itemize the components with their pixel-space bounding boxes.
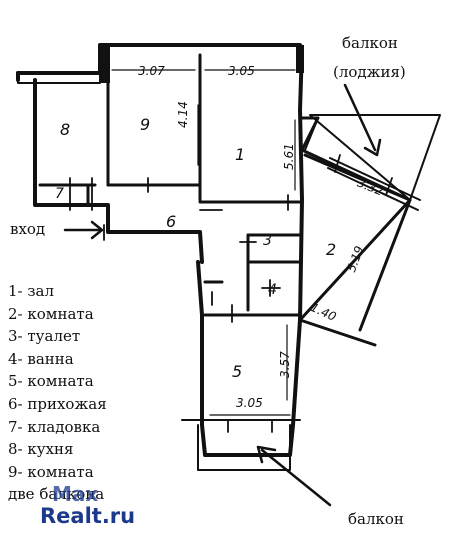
kitchen-balcony [17,72,101,84]
legend-item: 2- комната [8,304,94,323]
room-number-5: 5 [232,362,243,381]
dim-room9-width: 3.07 [138,64,165,78]
legend-item: 7- кладовка [8,417,101,436]
dimension-lines [111,69,296,416]
legend-item: 6- прихожая [8,394,107,413]
room-number-6: 6 [166,212,177,231]
room-number-2: 2 [326,240,337,259]
balcony-arrow-bottom [256,445,332,507]
dim-room5-length: 3.57 [278,351,292,378]
balcony-bottom-label: балкон [348,510,404,528]
legend-item: 1- зал [8,282,55,300]
dim-room9-length: 4.14 [176,101,190,128]
dim-room5-width: 3.05 [236,396,263,410]
room-number-1: 1 [235,145,246,164]
bottom-balcony [181,419,301,471]
legend-item: 3- туалет [8,327,81,346]
legend-item: 4- ванна [8,349,74,368]
balcony-arrow-top [343,83,382,157]
legend-item: 9- комната [8,462,94,481]
legend-item: 5- комната [8,372,94,391]
legend-item: две балкона [8,485,105,504]
balcony-top-label: балкон [342,34,398,52]
watermark-line1: Max [52,482,99,506]
dim-room1-length: 5.61 [282,143,296,170]
entrance-label: вход [10,220,46,238]
room-number-7: 7 [55,186,64,202]
room-legend: 1- зал 2- комната 3- туалет 4- ванна 5- … [8,280,107,506]
loggia [309,114,441,201]
door-ticks [69,154,393,433]
dim-room1-width: 3.05 [228,64,255,78]
room-number-4: 4 [268,282,277,298]
watermark-logo: Max Realt.ru [40,482,135,528]
interior-walls [38,53,302,317]
loggia-window [327,157,421,211]
balcony-top-sublabel: (лоджия) [333,63,406,81]
room-number-9: 9 [140,115,151,134]
watermark-line2: Realt.ru [40,504,136,528]
entrance-arrow [63,220,104,240]
room-number-8: 8 [60,120,71,139]
room-number-3: 3 [263,233,272,249]
legend-item: 8- кухня [8,440,74,459]
